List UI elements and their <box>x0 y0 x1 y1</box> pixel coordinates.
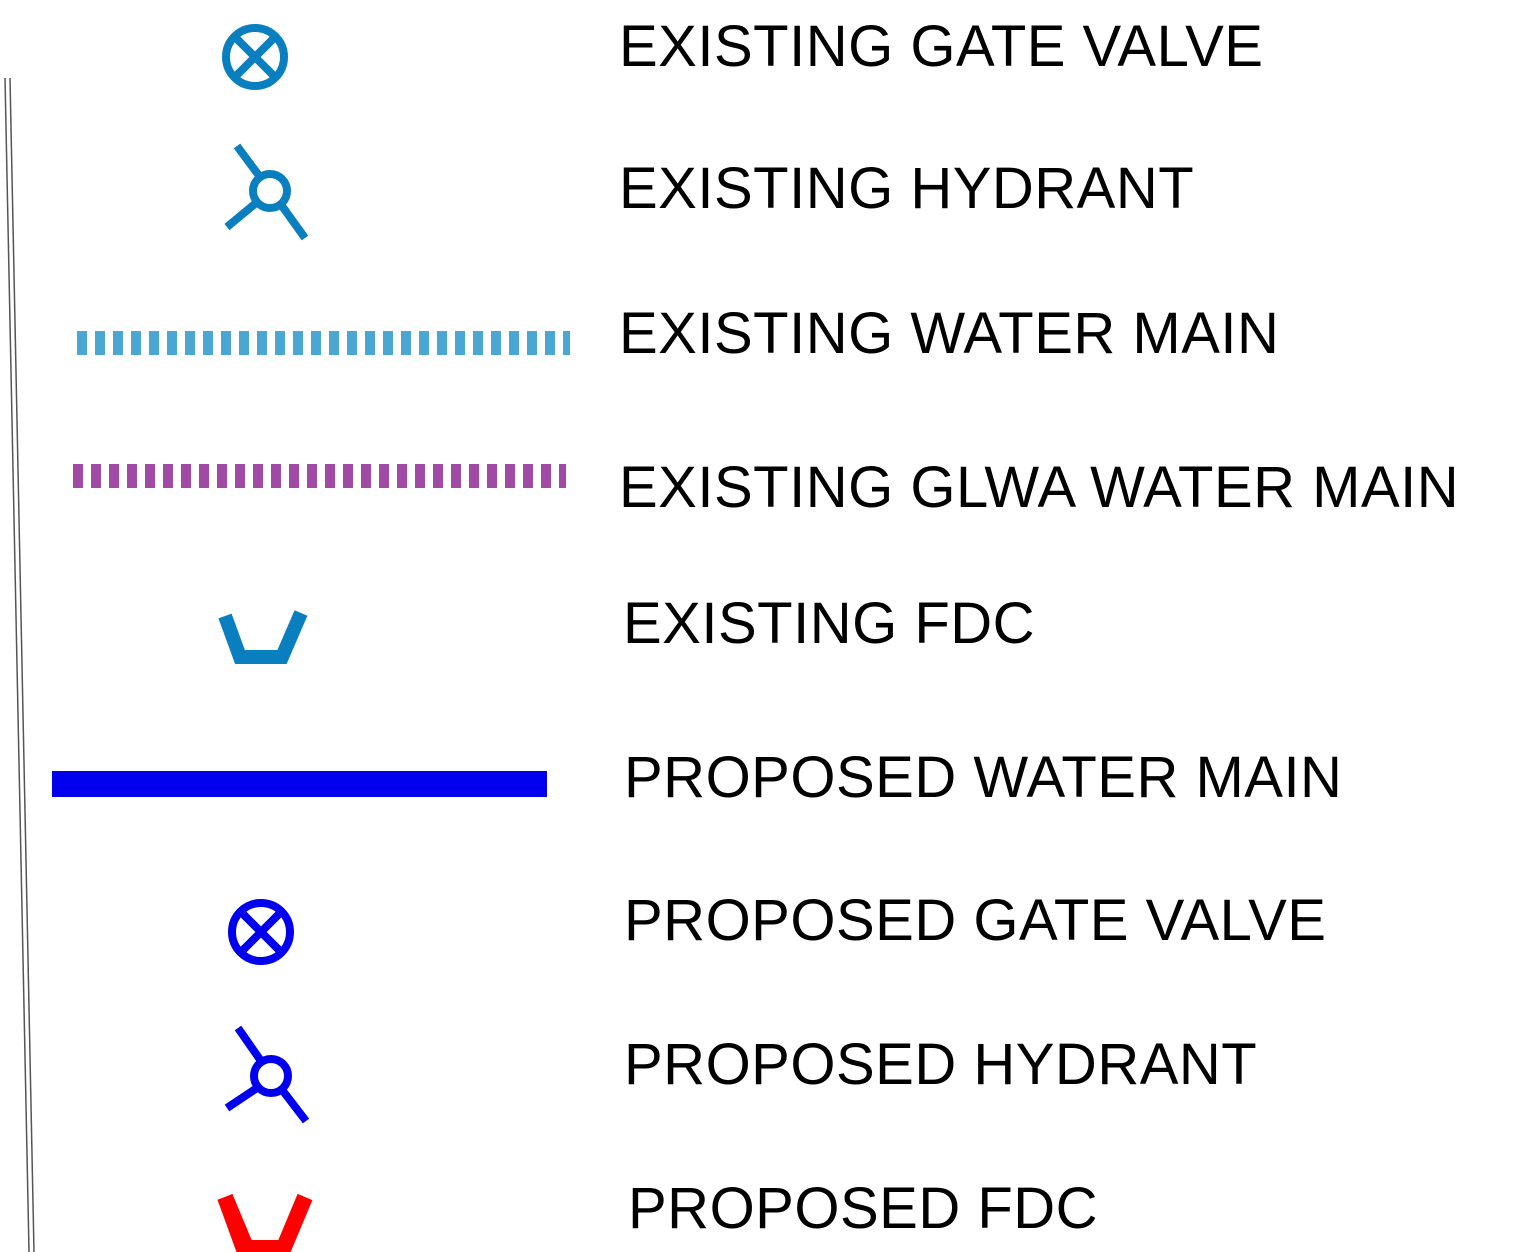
label-proposed-fdc: PROPOSED FDC <box>628 1176 1099 1241</box>
existing-gate-valve-icon <box>222 24 288 90</box>
label-proposed-gate-valve: PROPOSED GATE VALVE <box>624 888 1327 953</box>
proposed-fdc-icon <box>217 1193 313 1252</box>
label-existing-fdc: EXISTING FDC <box>623 591 1036 656</box>
proposed-hydrant-icon <box>224 1025 310 1124</box>
label-existing-glwa-water-main: EXISTING GLWA WATER MAIN <box>619 455 1460 520</box>
proposed-water-main-line <box>52 771 547 797</box>
label-proposed-hydrant: PROPOSED HYDRANT <box>624 1032 1258 1097</box>
label-existing-water-main: EXISTING WATER MAIN <box>619 301 1280 366</box>
proposed-gate-valve-icon <box>228 899 294 965</box>
label-existing-gate-valve: EXISTING GATE VALVE <box>619 14 1264 79</box>
existing-hydrant-icon <box>224 143 309 241</box>
label-proposed-water-main: PROPOSED WATER MAIN <box>624 745 1343 810</box>
left-border-line <box>4 77 35 1252</box>
label-existing-hydrant: EXISTING HYDRANT <box>619 156 1195 221</box>
existing-fdc-icon <box>218 610 308 664</box>
